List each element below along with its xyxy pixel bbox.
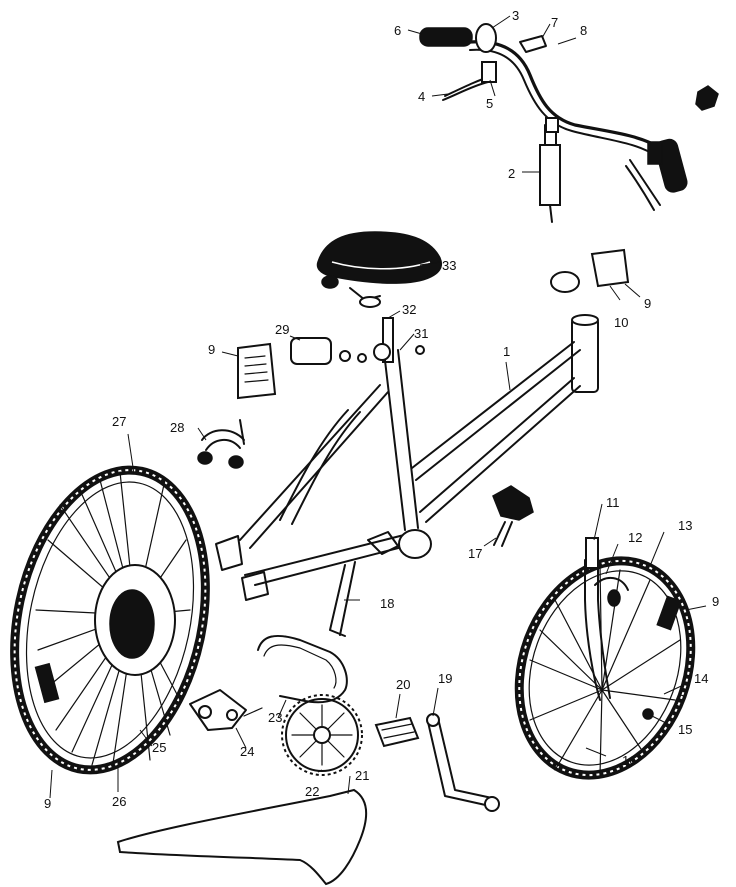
brake-lever-clamp [481,61,497,83]
rear-wheel [10,465,210,775]
chainring [285,698,359,772]
callout-9-front-reflector: 9 [644,296,651,311]
callout-7: 7 [551,15,558,30]
callout-25: 25 [152,740,166,755]
callout-9-front-wheel: 9 [712,594,719,609]
axle-nut [642,708,654,720]
head-tube [571,317,599,393]
saddle [316,231,442,284]
callout-10: 10 [614,315,628,330]
kickstand [329,561,356,637]
rear-derailleur [189,689,263,731]
callout-16: 16 [622,753,636,768]
crank-arm [426,713,500,812]
reflector-bracket [550,271,580,293]
callout-26: 26 [112,794,126,809]
fork-steerer [585,537,599,569]
handlebar-stem [539,144,561,206]
leader-lines [49,15,707,799]
right-grip [654,138,688,193]
callout-31: 31 [414,326,428,341]
callout-2: 2 [508,166,515,181]
callout-23: 23 [268,710,282,725]
bell-ring [475,23,497,53]
callout-32: 32 [402,302,416,317]
callout-9-rear-wheel: 9 [44,796,51,811]
callout-33: 33 [442,258,456,273]
chain [257,634,348,704]
callout-3: 3 [512,8,519,23]
saddle-clamp [359,296,381,308]
bicycle-frame [215,314,599,601]
callout-27: 27 [112,414,126,429]
rear-wheel-reflector [34,662,60,704]
callout-28: 28 [170,420,184,435]
callout-17: 17 [468,546,482,561]
callout-11: 11 [606,495,620,510]
callout-1: 1 [503,344,510,359]
chain-guard [116,788,367,886]
freewheel-cogs [109,589,155,659]
front-reflector [590,248,630,288]
callout-6: 6 [394,23,401,38]
callout-18: 18 [380,596,394,611]
callout-4: 4 [418,89,425,104]
derailleur-part [492,485,534,547]
thumb-shifter [519,35,547,53]
rear-brake-caliper [197,419,245,469]
callout-8: 8 [580,23,587,38]
left-grip [419,27,473,47]
front-wheel-reflector [656,595,682,631]
small-clamp-part [695,85,719,111]
callout-13: 13 [678,518,692,533]
callout-15: 15 [678,722,692,737]
rear-dropout-upper [215,535,243,571]
saddle-assembly [316,231,442,308]
callout-22: 22 [305,784,319,799]
callout-labels: 3 6 7 8 4 5 2 33 9 10 32 29 31 1 9 27 28… [44,8,719,811]
callout-9-rear-reflector: 9 [208,342,215,357]
callout-12: 12 [628,530,642,545]
front-wheel-spokes [529,564,681,776]
right-brake-clamp [647,141,663,165]
bottom-bracket [398,529,432,559]
callout-24: 24 [240,744,254,759]
callout-5: 5 [486,96,493,111]
rear-reflector [237,342,277,400]
callout-14: 14 [694,671,708,686]
pedal [374,716,420,748]
front-wheel [514,537,696,780]
callout-21: 21 [355,768,369,783]
rear-dropout-lower [241,571,269,601]
callout-19: 19 [438,671,452,686]
reflector-small [290,337,332,365]
callout-29: 29 [275,322,289,337]
callout-20: 20 [396,677,410,692]
handlebar-assembly [419,23,719,223]
